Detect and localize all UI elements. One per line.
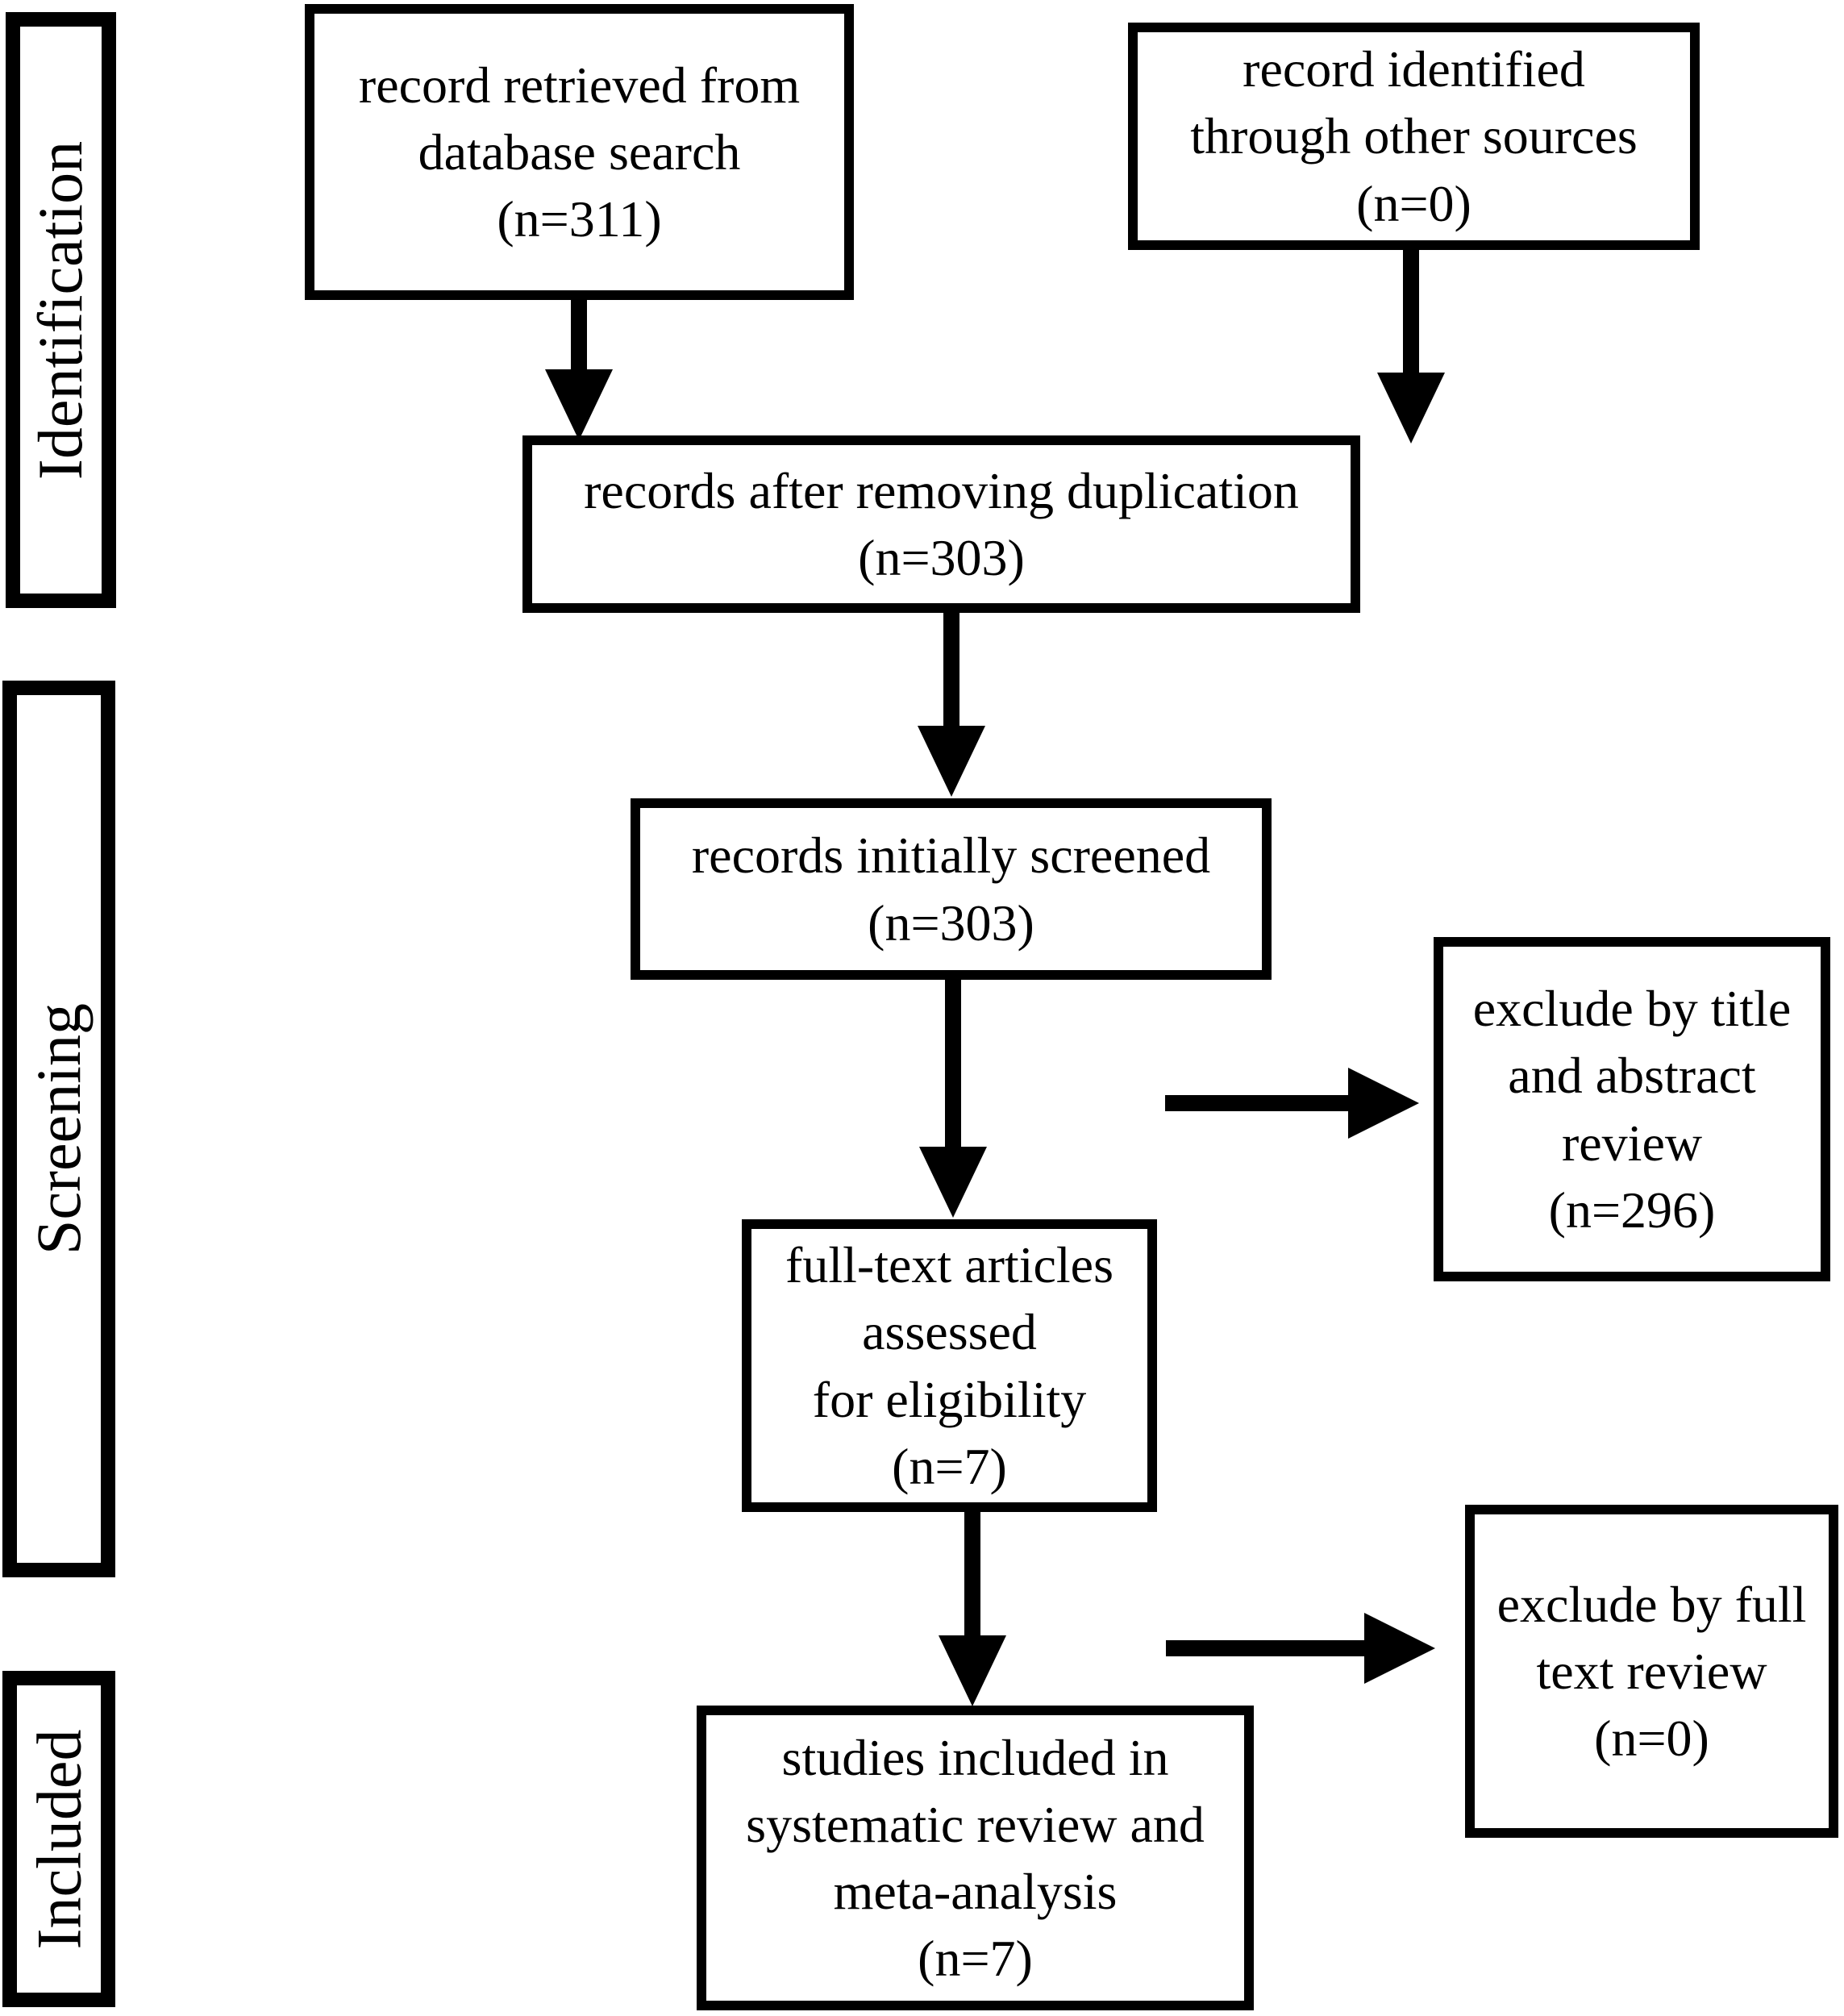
stage-label-identification: Identification: [6, 12, 116, 608]
node-full-text-assessed-text: full-text articles assessed for eligibil…: [785, 1236, 1113, 1495]
node-other-sources: record identified through other sources …: [1128, 23, 1700, 250]
node-database-search-text: record retrieved from database search (n…: [358, 56, 801, 248]
arrow-screened-to-fulltext-head-icon: [919, 1147, 987, 1218]
node-full-text-assessed: full-text articles assessed for eligibil…: [742, 1219, 1157, 1512]
node-other-sources-text: record identified through other sources …: [1190, 40, 1638, 232]
node-exclude-full-text: exclude by full text review (n=0): [1465, 1505, 1838, 1838]
arrow-duplication-to-screened-head-icon: [918, 726, 985, 797]
node-exclude-title-abstract: exclude by title and abstract review (n=…: [1434, 937, 1830, 1281]
stage-label-included: Included: [2, 1671, 115, 2007]
node-exclude-full-text-text: exclude by full text review (n=0): [1496, 1575, 1807, 1768]
stage-label-included-text: Included: [23, 1729, 94, 1949]
arrow-fulltext-to-included-stem: [964, 1512, 980, 1635]
node-after-duplication-text: records after removing duplication (n=30…: [584, 461, 1299, 586]
node-initial-screen-text: records initially screened (n=303): [691, 827, 1211, 952]
node-included-studies: studies included in systematic review an…: [697, 1706, 1254, 2010]
arrow-database-to-duplication-head-icon: [545, 369, 613, 440]
arrow-to-exclude-title-abstract-stem: [1165, 1095, 1348, 1111]
node-database-search: record retrieved from database search (n…: [305, 4, 854, 300]
arrow-to-exclude-full-text-head-icon: [1364, 1613, 1435, 1684]
node-after-duplication: records after removing duplication (n=30…: [522, 435, 1360, 613]
arrow-to-exclude-title-abstract-head-icon: [1348, 1068, 1419, 1139]
arrow-to-exclude-full-text-stem: [1166, 1640, 1364, 1656]
arrow-other-sources-to-duplication-head-icon: [1377, 373, 1445, 444]
node-initial-screen: records initially screened (n=303): [631, 798, 1272, 980]
arrow-fulltext-to-included-head-icon: [939, 1635, 1006, 1706]
stage-label-screening-text: Screening: [23, 1003, 94, 1255]
stage-label-screening: Screening: [2, 681, 115, 1577]
node-exclude-title-abstract-text: exclude by title and abstract review (n=…: [1472, 980, 1792, 1239]
arrow-other-sources-to-duplication-stem: [1403, 250, 1419, 373]
arrow-duplication-to-screened-stem: [943, 613, 959, 726]
node-included-studies-text: studies included in systematic review an…: [746, 1728, 1205, 1988]
stage-label-identification-text: Identification: [25, 140, 96, 480]
arrow-screened-to-fulltext-stem: [945, 980, 961, 1147]
arrow-database-to-duplication-stem: [571, 300, 587, 369]
